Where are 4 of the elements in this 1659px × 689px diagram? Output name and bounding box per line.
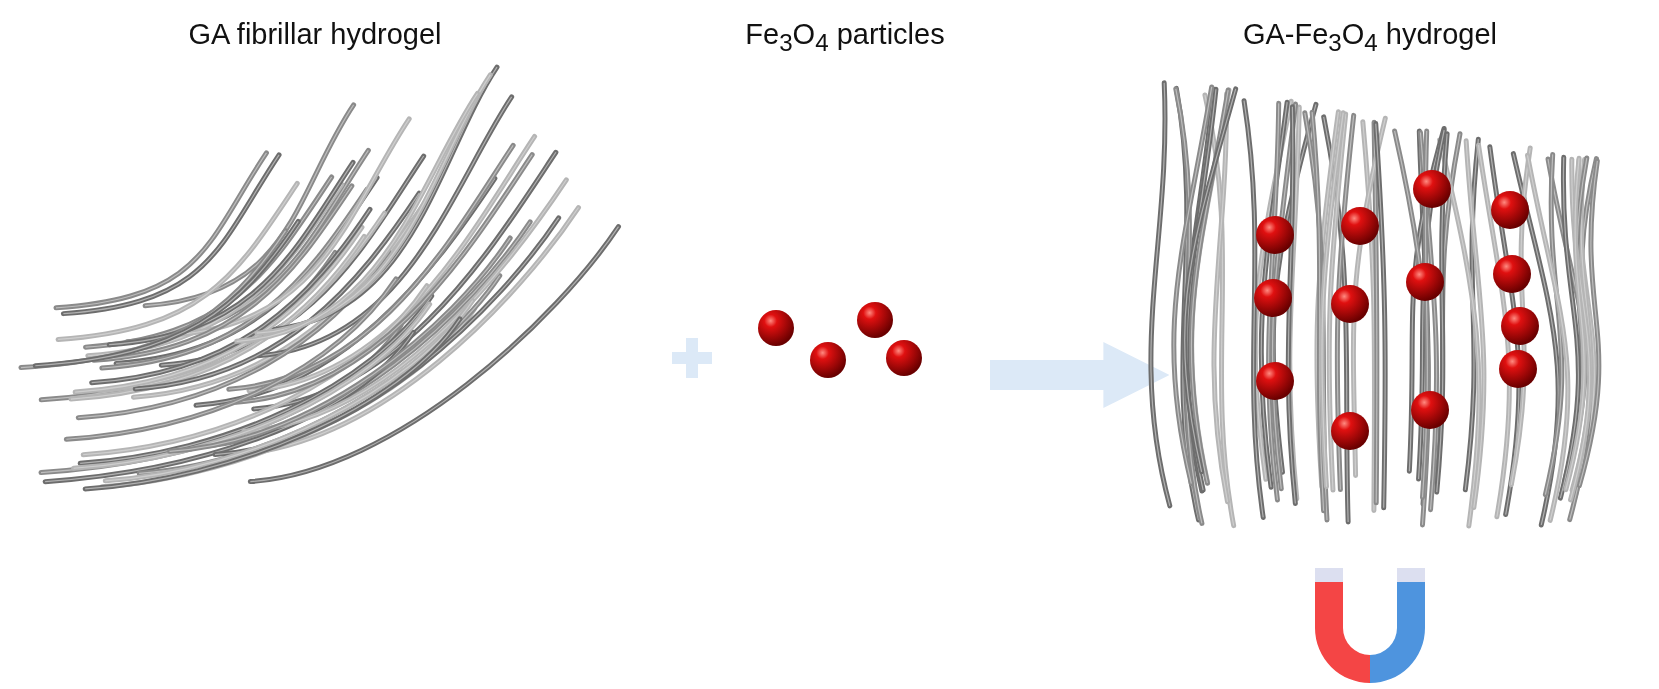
heading: Fe$_{3}$O$_{4}$ particles (745, 18, 945, 57)
heading: GA-Fe$_{3}$O$_{4}$ hydrogel (1242, 18, 1498, 57)
heading: GA fibrillar hydrogel (188, 18, 442, 51)
arrow (990, 342, 1170, 408)
